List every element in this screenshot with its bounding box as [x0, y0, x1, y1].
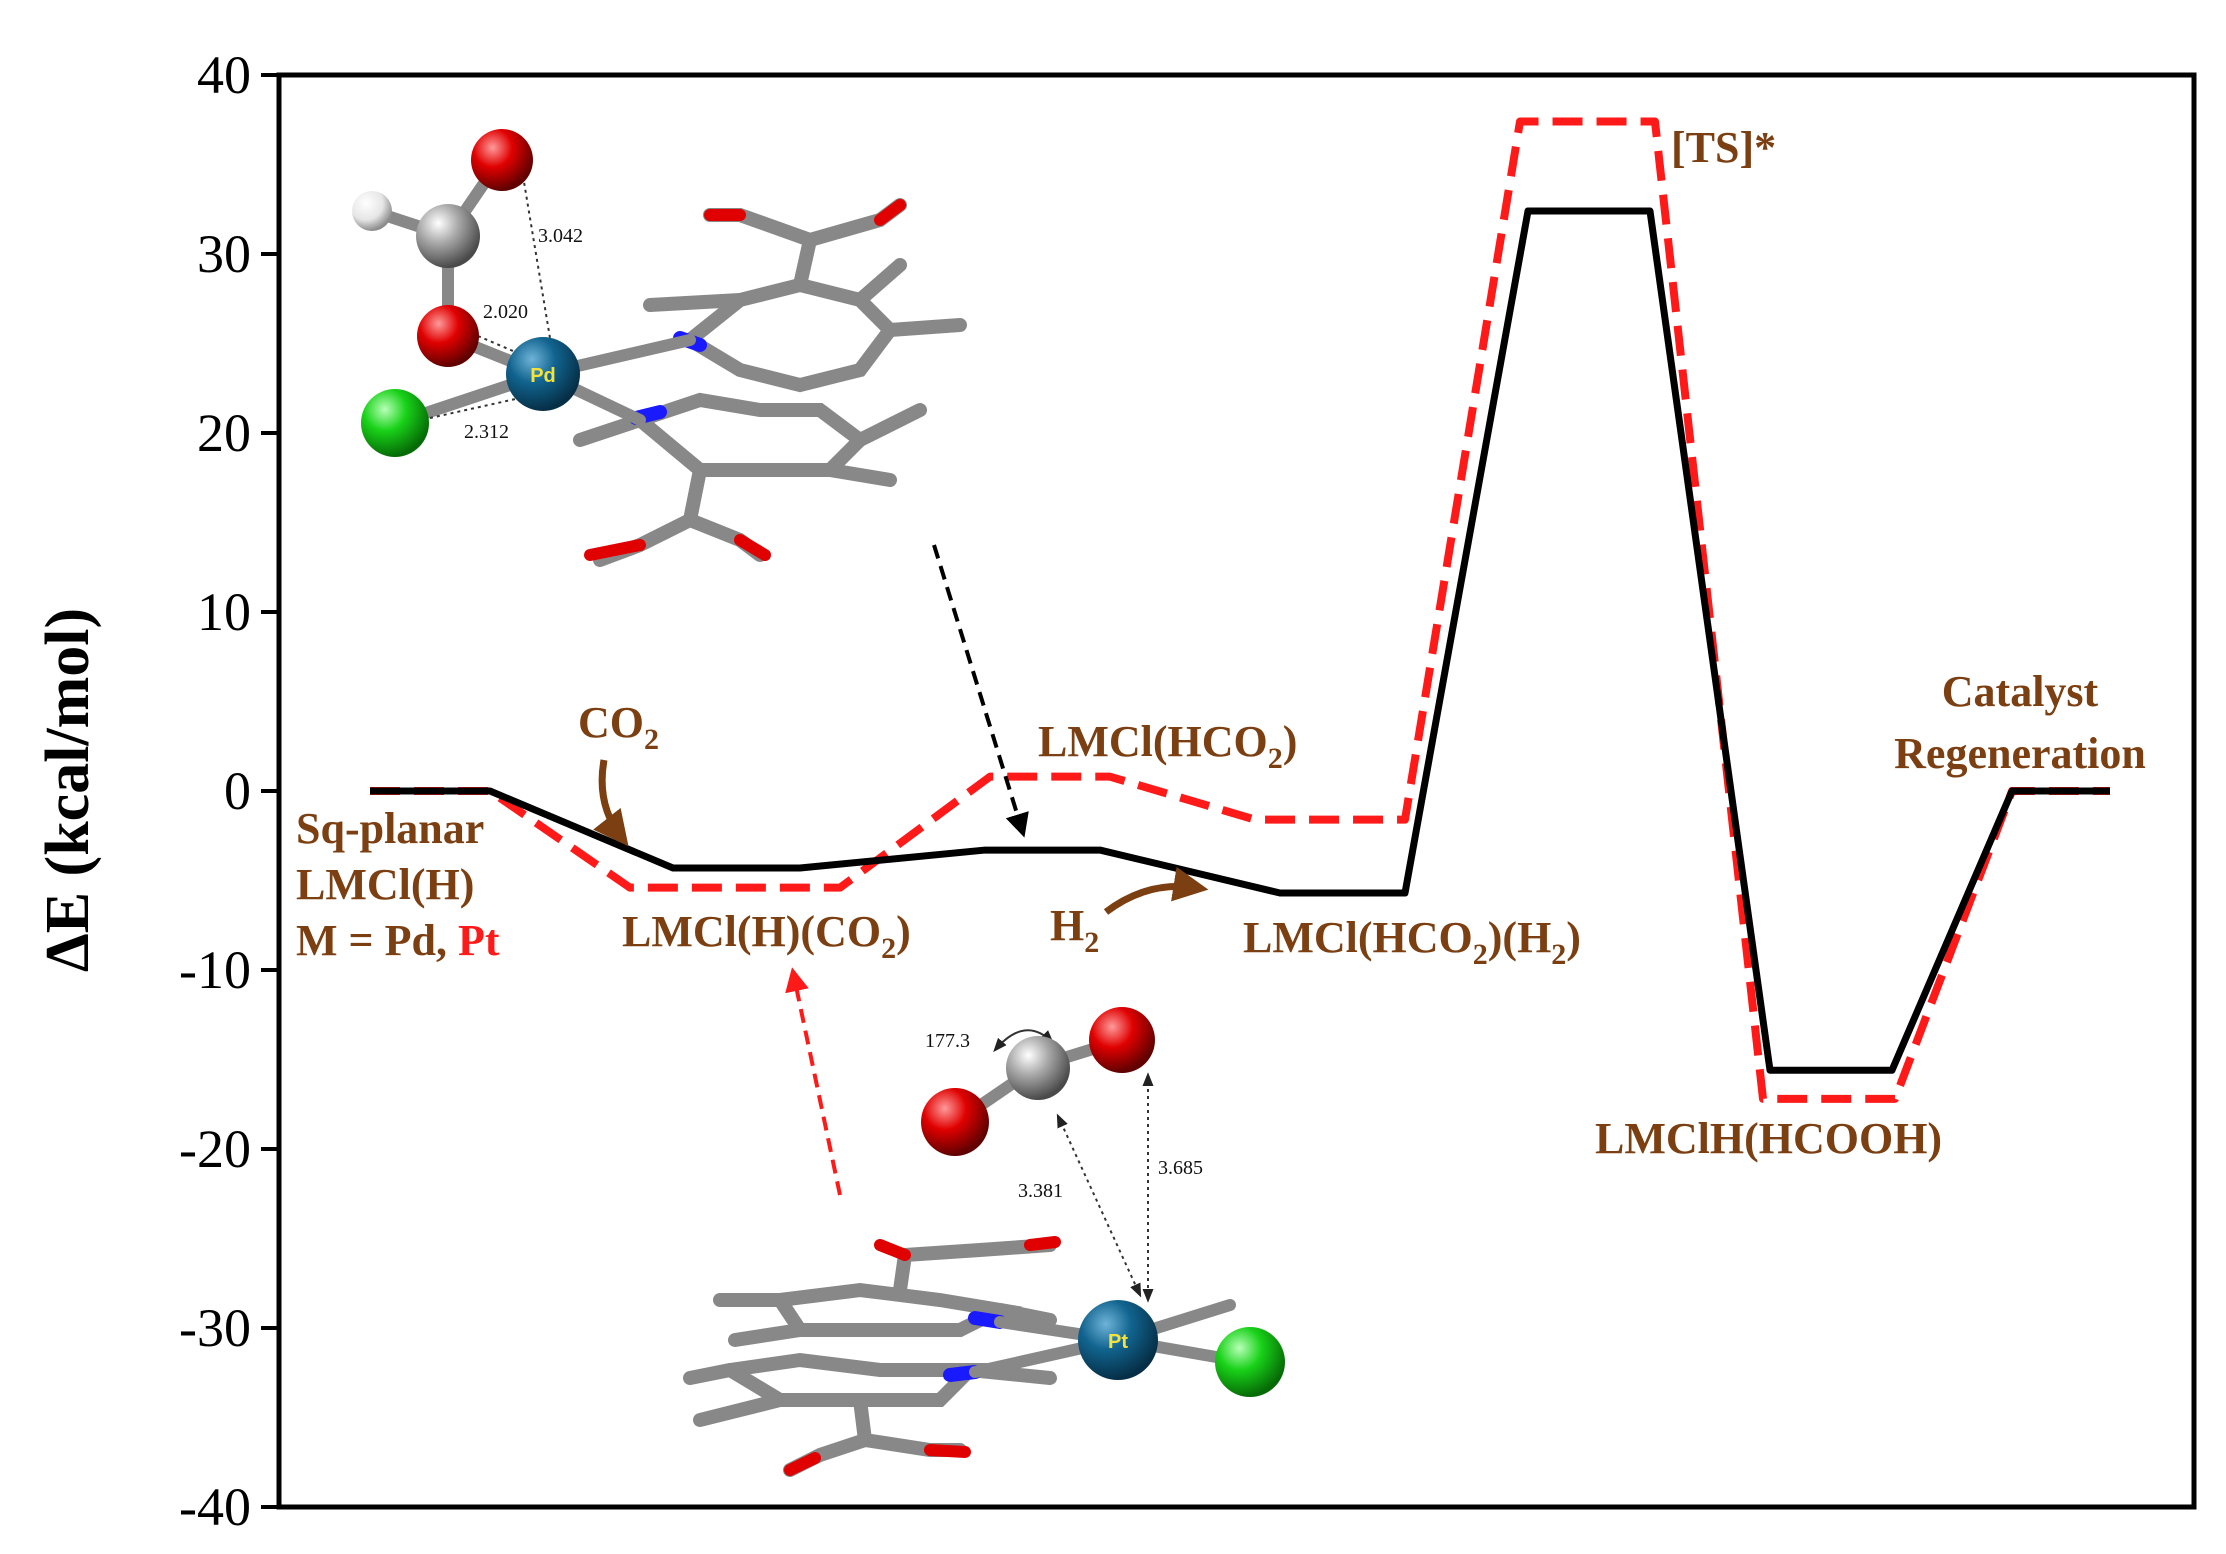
chlorine-atom-pt: [1215, 1327, 1285, 1397]
start-label-line1: Sq-planar: [296, 804, 484, 853]
series-pd-line: [370, 207, 2110, 1074]
pd-distance-3: 2.312: [464, 421, 509, 443]
pd-complex-structure: 3.042 2.020 2.312 Pd: [352, 129, 967, 567]
pd-distance-2: 2.020: [483, 301, 528, 323]
y-tick-label: -40: [179, 1477, 251, 1537]
start-label-line2: LMCl(H): [296, 860, 474, 909]
pt-atom-label: Pt: [1108, 1331, 1128, 1353]
formate-oxygen-bottom: [417, 305, 479, 367]
pd-atom: [506, 337, 580, 411]
state2-label: LMCl(HCO2): [1038, 717, 1297, 775]
y-tick-label: -10: [179, 940, 251, 1000]
pt-distance-1: 3.381: [1018, 1180, 1063, 1202]
pt-distance-2: 3.685: [1158, 1157, 1203, 1179]
pt-structure-pointer-arrow: [785, 967, 842, 1196]
state-labels: Sq-planar LMCl(H) M = Pd, Pt CO2 LMCl(H)…: [296, 123, 2146, 1163]
start-label-pt: Pt: [458, 916, 500, 965]
y-tick-label: 0: [224, 761, 251, 821]
y-axis-label: ΔE (kcal/mol): [34, 608, 102, 972]
ts-label: [TS]*: [1671, 123, 1776, 172]
series-layer: [370, 117, 2110, 1103]
formate-hydrogen: [352, 191, 392, 231]
start-label-line3: M = Pd, Pt: [296, 916, 500, 965]
y-tick-label: 20: [197, 403, 251, 463]
y-tick-label: 10: [197, 582, 251, 642]
state5-label: LMClH(HCOOH): [1595, 1114, 1942, 1163]
pd-atom-label: Pd: [530, 365, 556, 387]
start-label-metals: M = Pd,: [296, 916, 458, 965]
y-tick-label: 40: [197, 45, 251, 105]
plot-frame: [276, 72, 2197, 1510]
regen-label-line2: Regeneration: [1894, 729, 2146, 778]
pt-atom: [1078, 1300, 1158, 1380]
co2-label: CO2: [578, 698, 659, 756]
formate-carbon: [416, 204, 480, 268]
chlorine-atom: [361, 389, 429, 457]
pd-structure-pointer-arrow: [932, 544, 1029, 838]
regen-label-line1: Catalyst: [1942, 667, 2099, 716]
co2-oxygen-left: [921, 1088, 989, 1156]
pt-angle-label: 177.3: [925, 1030, 970, 1052]
h2-curved-arrow: [1103, 866, 1209, 915]
formate-oxygen-top: [471, 129, 533, 191]
series-pt-line: [370, 117, 2110, 1103]
y-axis: 40 30 20 10 0 -10 -20 -30 -40: [179, 45, 279, 1537]
y-tick-label: -20: [179, 1119, 251, 1179]
co2-curved-arrow: [593, 759, 629, 847]
co2-carbon: [1006, 1036, 1070, 1100]
y-tick-label: 30: [197, 224, 251, 284]
state3-label: LMCl(HCO2)(H2): [1243, 913, 1581, 971]
state1-label: LMCl(H)(CO2): [622, 907, 911, 965]
pd-distance-1: 3.042: [538, 225, 583, 247]
h2-label: H2: [1050, 901, 1099, 959]
co2-oxygen-right: [1089, 1007, 1155, 1073]
pt-complex-structure: 177.3 3.381 3.685 Pt: [683, 1007, 1285, 1477]
y-tick-label: -30: [179, 1298, 251, 1358]
